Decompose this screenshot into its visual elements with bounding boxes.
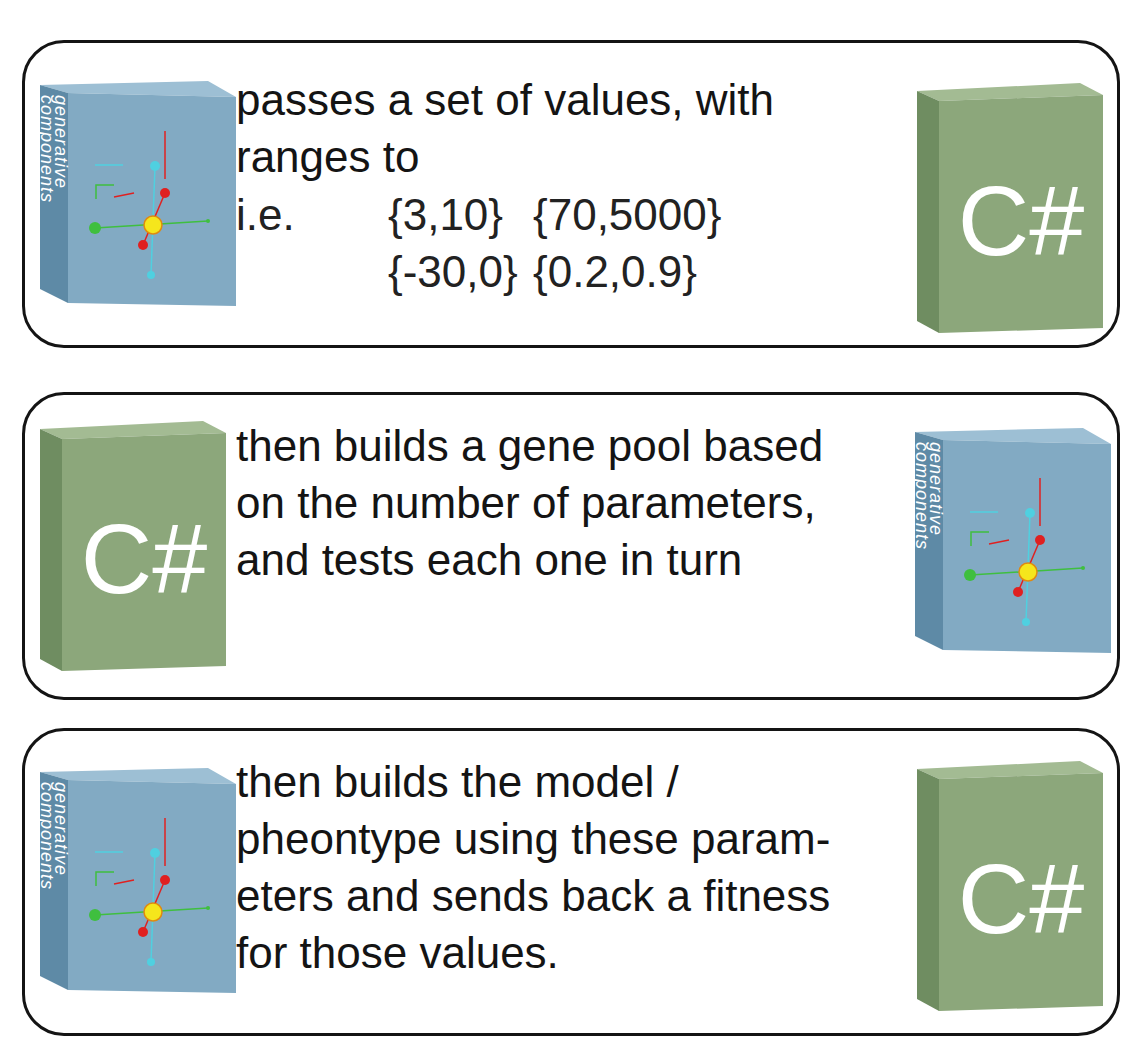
step-text: then builds a gene pool based on the num… [236,417,866,588]
gc-box-shape [38,768,238,993]
step-text: then builds the model / pheontype using … [236,753,866,981]
box-label: generative components [40,95,68,215]
range-value: {70,5000} [533,186,721,243]
gc-box-shape [913,428,1113,653]
box-illustration [40,768,236,993]
box-label: C# [939,171,1103,270]
box-label: C# [62,509,226,608]
csharp-box: C# [915,83,1105,333]
range-value: i.e. [236,186,295,243]
box-illustration [917,761,1103,1011]
csharp-box: C# [915,761,1105,1011]
range-value: {-30,0} [388,243,518,300]
box-illustration [40,81,236,306]
range-value: {0.2,0.9} [533,243,697,300]
step-text: passes a set of values, with ranges to [236,71,866,185]
step-panel: passes a set of values, with ranges toi.… [22,40,1120,348]
step-panel: then builds a gene pool based on the num… [22,392,1120,700]
csharp-box: C# [38,421,228,671]
step-panel: then builds the model / pheontype using … [22,728,1120,1036]
range-value: {3,10} [388,186,503,243]
gc-box: generative components [38,81,238,306]
box-label: generative components [915,442,943,562]
gc-box-shape [38,81,238,306]
box-label: C# [939,849,1103,948]
box-illustration [40,421,226,671]
gc-box: generative components [913,428,1113,653]
gc-box: generative components [38,768,238,993]
box-illustration [915,428,1111,653]
box-label: generative components [40,782,68,902]
box-illustration [917,83,1103,333]
